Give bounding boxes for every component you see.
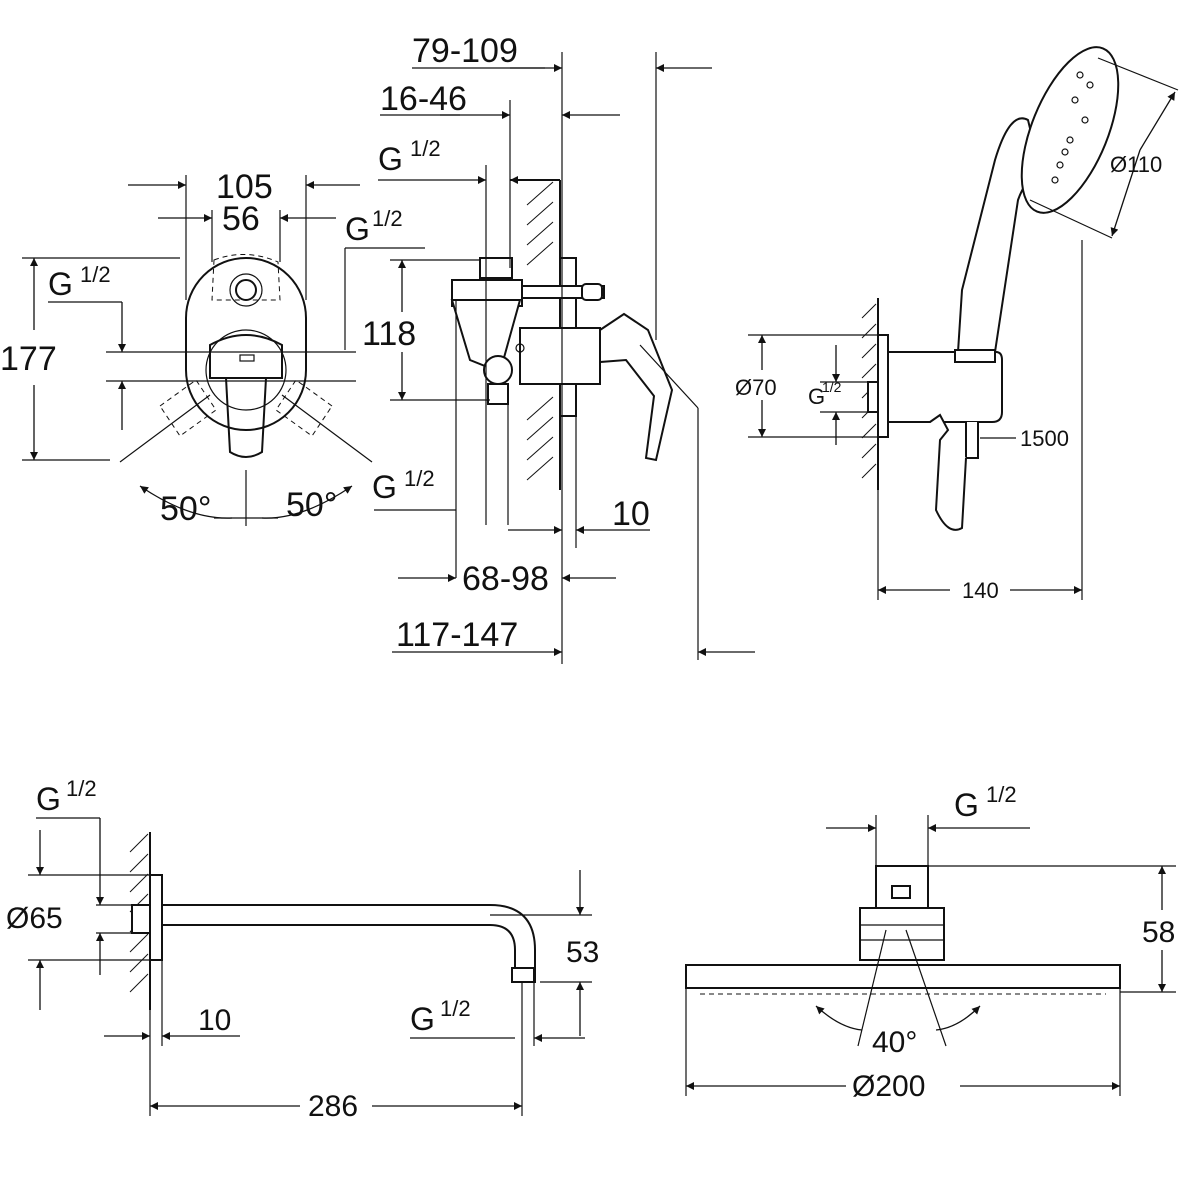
shower-arm-view: G 1/2 Ø65 53 10 <box>6 776 599 1123</box>
hand-shower-head <box>1020 46 1120 214</box>
arm-pipe <box>161 904 536 983</box>
dim-68-98: 68-98 <box>398 560 616 598</box>
valve-body <box>450 257 605 405</box>
dim-label-outlet-diameter: Ø70 <box>735 375 777 400</box>
hand-shower-handle <box>956 117 1042 353</box>
thread-label-side: G 1/2 <box>378 136 560 525</box>
dim-outlet-diameter: Ø70 <box>735 334 878 438</box>
dim-label-arm-length: 286 <box>308 1090 358 1123</box>
dim-117-147: 117-147 <box>392 616 755 656</box>
thread-g-side: G <box>378 141 403 177</box>
thread-frac-arm-end: 1/2 <box>440 996 471 1021</box>
dim-56: 56 <box>158 200 336 262</box>
holder-bracket <box>887 351 1003 423</box>
thread-frac-head: 1/2 <box>986 782 1017 807</box>
dim-10-side: 10 <box>374 495 650 534</box>
angle-label-right: 50° <box>286 486 337 524</box>
dim-arm-length: 286 <box>149 982 523 1123</box>
dim-label-117-147: 117-147 <box>396 616 518 654</box>
angle-dims: 50° 50° <box>119 394 373 528</box>
dim-label-head-height: 58 <box>1142 916 1175 949</box>
dim-wall-offset: 10 <box>104 960 240 1046</box>
thread-g-hand: G <box>808 384 825 409</box>
spray-holes <box>1051 71 1094 184</box>
dim-label-177: 177 <box>0 340 57 378</box>
dim-label-105: 105 <box>216 168 273 206</box>
thread-g-head: G <box>954 787 979 823</box>
dim-head-diameter: Ø110 <box>1029 57 1179 239</box>
arm-flange <box>149 874 163 961</box>
head-thread: G 1/2 <box>826 782 1030 866</box>
dim-label-56: 56 <box>222 200 260 238</box>
dim-label-wall-offset: 10 <box>198 1004 231 1037</box>
thread-g-left: G <box>48 266 73 302</box>
hose <box>929 413 967 531</box>
thread-frac-side: 1/2 <box>410 136 441 161</box>
thread-frac-left: 1/2 <box>80 262 111 287</box>
dim-79-109: 79-109 <box>412 32 712 664</box>
dim-head-diameter-200: Ø200 <box>685 988 1121 1103</box>
diverter-knob <box>235 279 257 301</box>
dim-label-depth: 140 <box>962 578 999 603</box>
dim-label-16-46: 16-46 <box>380 80 467 118</box>
dim-label-68-98: 68-98 <box>462 560 549 598</box>
dim-drop: 53 <box>490 870 599 1036</box>
dim-depth: 140 <box>877 240 1083 603</box>
wall-outlet-flange <box>877 334 889 438</box>
dim-label-head-diameter: Ø110 <box>1110 152 1162 177</box>
dim-105: 105 <box>128 168 360 300</box>
angle-label-left: 50° <box>160 490 211 528</box>
dim-label-118: 118 <box>362 315 416 353</box>
head-shower-view: G 1/2 58 40° Ø200 <box>685 782 1176 1103</box>
thread-g-bottom: G <box>372 469 397 505</box>
thread-label-top: G 1/2 <box>344 206 425 350</box>
thread-g-top: G <box>345 211 370 247</box>
ball-joint <box>859 907 945 961</box>
thread-label-left: G 1/2 <box>48 262 356 430</box>
thread-label-hand: G 1/2 <box>808 345 868 445</box>
head-shower-plate <box>685 964 1121 989</box>
thread-frac-top: 1/2 <box>372 206 403 231</box>
dim-177: 177 <box>0 257 180 461</box>
dim-tilt-angle: 40° <box>815 929 981 1059</box>
thread-g-arm-top: G <box>36 781 61 817</box>
mixer-front-view: 105 56 G 1/2 G 1/2 <box>0 168 435 528</box>
arm-thread-end: G 1/2 <box>410 982 585 1046</box>
dim-label-flange-diameter: Ø65 <box>6 902 63 935</box>
hand-shower-view: Ø110 Ø70 G 1/2 1500 <box>735 46 1179 603</box>
lever-base <box>209 334 283 379</box>
dim-label-tilt-angle: 40° <box>872 1026 917 1059</box>
escutcheon-plate <box>185 257 307 431</box>
thread-label-bottom: G 1/2 <box>372 466 435 505</box>
dim-label-10-side: 10 <box>612 495 650 533</box>
dim-head-height: 58 <box>928 865 1176 993</box>
thread-frac-hand: 1/2 <box>822 379 842 395</box>
dim-label-head-diameter-200: Ø200 <box>852 1070 925 1103</box>
dim-label-79-109: 79-109 <box>412 32 518 70</box>
mixer-side-view: 79-109 16-46 G 1/2 118 <box>362 32 755 664</box>
thread-g-arm-end: G <box>410 1001 435 1037</box>
lever-side <box>599 312 674 462</box>
dim-hose-length: 1500 <box>980 426 1069 451</box>
dim-118: 118 <box>362 259 490 401</box>
dim-label-drop: 53 <box>566 936 599 969</box>
arm-thread-top: G 1/2 <box>36 776 132 975</box>
dim-label-hose-length: 1500 <box>1020 426 1069 451</box>
thread-frac-bottom: 1/2 <box>404 466 435 491</box>
lever-handle <box>224 377 268 458</box>
thread-frac-arm-top: 1/2 <box>66 776 97 801</box>
dim-flange-diameter: Ø65 <box>6 830 150 1010</box>
dim-16-46: 16-46 <box>380 80 620 268</box>
